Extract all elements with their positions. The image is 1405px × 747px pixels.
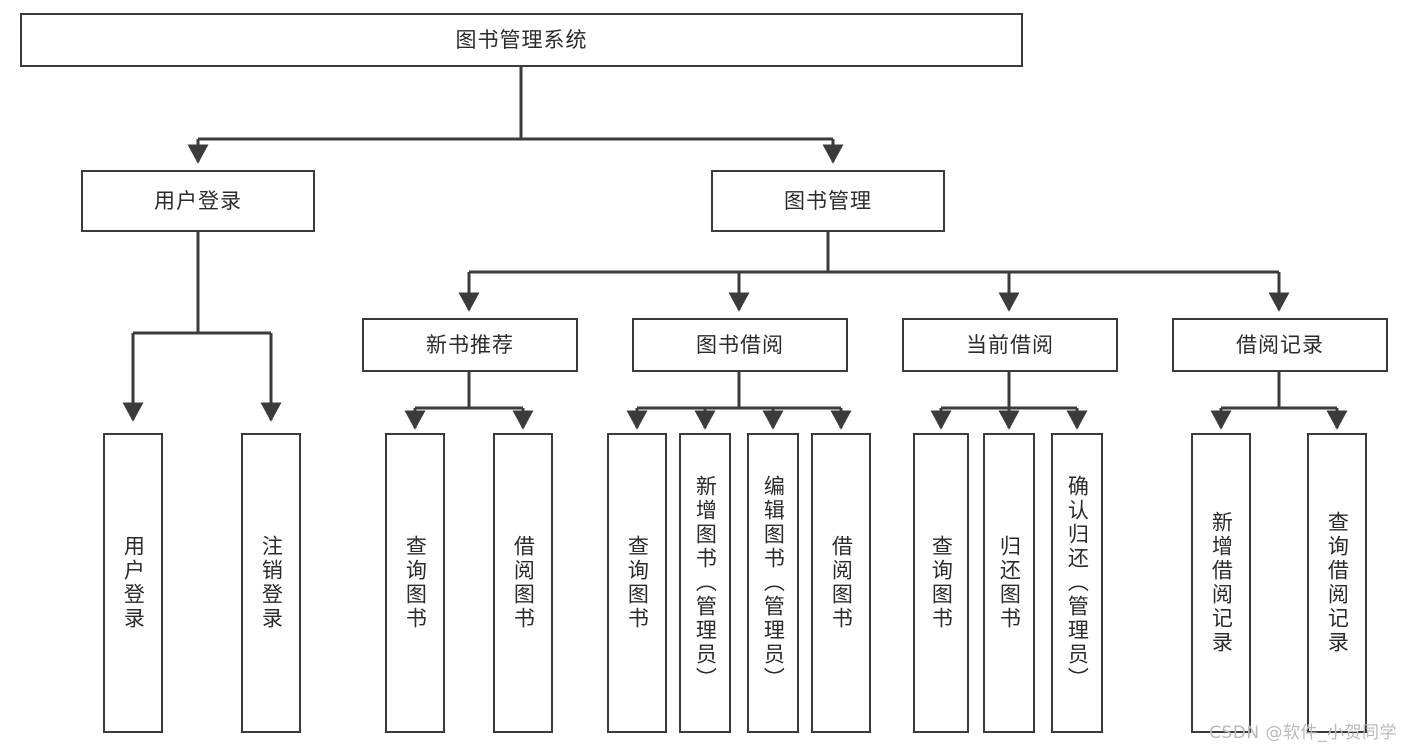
- node-root-label: 图书管理系统: [455, 27, 588, 52]
- leaf-logout[interactable]: 注销登录: [241, 433, 301, 733]
- leaf-query-borrow-record[interactable]: 查询借阅记录: [1307, 433, 1367, 733]
- leaf-query-book-borrow[interactable]: 查询图书: [607, 433, 667, 733]
- leaf-borrow-book[interactable]: 借阅图书: [811, 433, 871, 733]
- node-user-login-label: 用户登录: [154, 188, 242, 213]
- node-user-login[interactable]: 用户登录: [81, 170, 315, 232]
- node-book-borrow[interactable]: 图书借阅: [632, 318, 848, 372]
- leaf-borrow-book-newbook[interactable]: 借阅图书: [493, 433, 553, 733]
- csdn-watermark: CSDN @软件_小贺同学: [1209, 723, 1397, 743]
- leaf-add-borrow-record-label: 新增借阅记录: [1209, 511, 1234, 655]
- leaf-query-book-borrow-label: 查询图书: [625, 535, 650, 631]
- node-current-borrow[interactable]: 当前借阅: [902, 318, 1118, 372]
- node-new-book-recommend-label: 新书推荐: [426, 332, 514, 357]
- leaf-add-book-admin-label: 新增图书（管理员）: [693, 475, 718, 691]
- leaf-return-book[interactable]: 归还图书: [983, 433, 1035, 733]
- leaf-query-book-current-label: 查询图书: [929, 535, 954, 631]
- leaf-confirm-return-admin[interactable]: 确认归还（管理员）: [1051, 433, 1103, 733]
- node-borrow-record[interactable]: 借阅记录: [1172, 318, 1388, 372]
- leaf-user-login[interactable]: 用户登录: [103, 433, 163, 733]
- leaf-confirm-return-admin-label: 确认归还（管理员）: [1065, 475, 1090, 691]
- node-current-borrow-label: 当前借阅: [966, 332, 1054, 357]
- node-root[interactable]: 图书管理系统: [20, 13, 1023, 67]
- leaf-query-borrow-record-label: 查询借阅记录: [1325, 511, 1350, 655]
- leaf-user-login-label: 用户登录: [121, 535, 146, 631]
- leaf-add-borrow-record[interactable]: 新增借阅记录: [1191, 433, 1251, 733]
- leaf-edit-book-admin[interactable]: 编辑图书（管理员）: [747, 433, 799, 733]
- node-new-book-recommend[interactable]: 新书推荐: [362, 318, 578, 372]
- leaf-query-book-newbook-label: 查询图书: [403, 535, 428, 631]
- leaf-borrow-book-newbook-label: 借阅图书: [511, 535, 536, 631]
- node-book-borrow-label: 图书借阅: [696, 332, 784, 357]
- leaf-borrow-book-label: 借阅图书: [829, 535, 854, 631]
- leaf-query-book-newbook[interactable]: 查询图书: [385, 433, 445, 733]
- leaf-logout-label: 注销登录: [259, 535, 284, 631]
- node-book-management[interactable]: 图书管理: [711, 170, 945, 232]
- leaf-edit-book-admin-label: 编辑图书（管理员）: [761, 475, 786, 691]
- node-borrow-record-label: 借阅记录: [1236, 332, 1324, 357]
- leaf-query-book-current[interactable]: 查询图书: [913, 433, 969, 733]
- node-book-management-label: 图书管理: [784, 188, 872, 213]
- leaf-return-book-label: 归还图书: [997, 535, 1022, 631]
- leaf-add-book-admin[interactable]: 新增图书（管理员）: [679, 433, 731, 733]
